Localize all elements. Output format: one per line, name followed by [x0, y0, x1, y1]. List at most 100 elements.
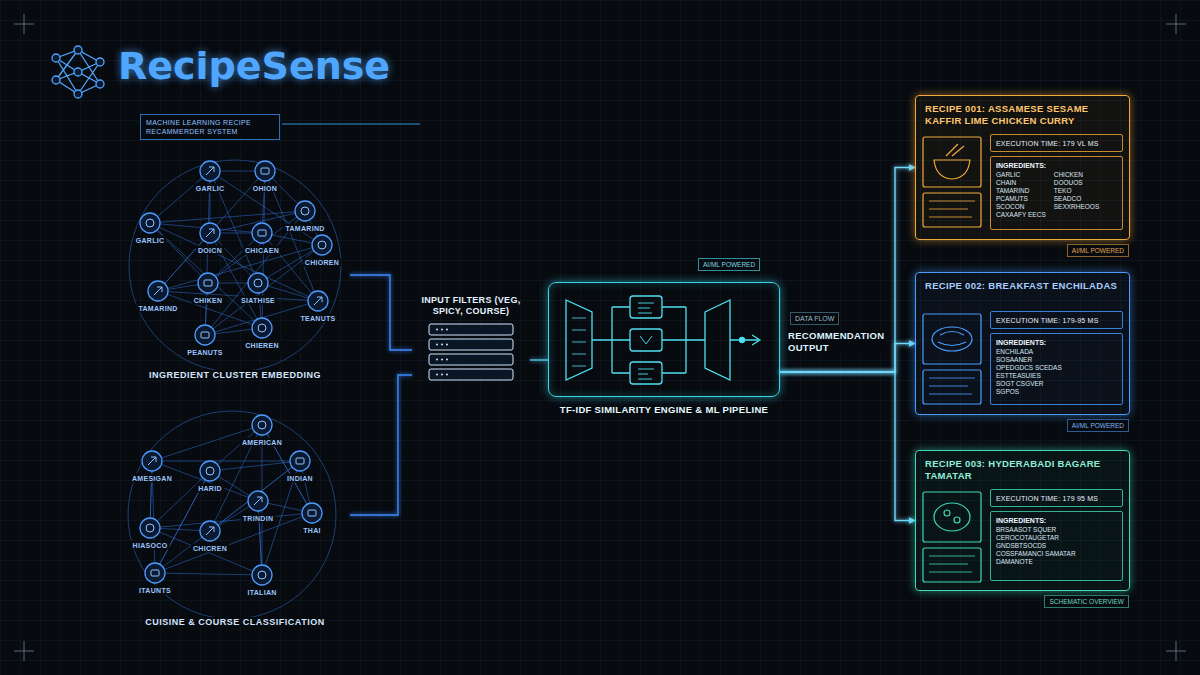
cluster-label: TRINDIN [241, 514, 276, 523]
cluster-link [258, 501, 262, 575]
cluster-link [155, 573, 262, 575]
icon-glyph [258, 324, 266, 332]
cluster-icon [200, 223, 220, 243]
filter-dot [446, 329, 448, 331]
ingredient-box: INGREDIENTS:GARLICCHAINTAMARINDPCAMUTSSC… [990, 156, 1123, 230]
cluster-region: INGREDIENT CLUSTER EMBEDDING [120, 165, 350, 380]
input-layer [566, 300, 592, 380]
cluster-label: INDIAN [285, 474, 315, 483]
filter-dot [441, 374, 443, 376]
icon-glyph [318, 241, 326, 249]
cluster-icon [148, 281, 168, 301]
ingredient-list: GARLICCHAINTAMARINDPCAMUTSSCOCONCAXAAFY … [996, 171, 1117, 219]
cluster-icon [195, 325, 215, 345]
cluster-label: ITAUNTS [137, 586, 173, 595]
logo-links [56, 50, 100, 94]
icon-glyph [296, 458, 304, 464]
cluster-icon [200, 521, 220, 541]
ingredient-item: PCAMUTS [996, 195, 1046, 203]
cluster-icon [200, 461, 220, 481]
cluster-icon [248, 273, 268, 293]
ingredient-item: SOGT CSGVER [996, 380, 1062, 388]
time-box: EXECUTION TIME: 179 95 MS [990, 489, 1123, 507]
icon-glyph [151, 570, 159, 576]
icon-glyph [146, 524, 154, 532]
card-badge: SCHEMATIC OVERVIEW [1044, 595, 1129, 608]
icon-glyph [146, 219, 154, 227]
filter-dot [436, 359, 438, 361]
icon-glyph [301, 207, 309, 215]
icon-glyph [206, 527, 214, 535]
ingredient-heading: INGREDIENTS: [996, 516, 1117, 525]
corner-mark [1166, 641, 1186, 661]
filter-dot [446, 344, 448, 346]
ingredient-item: SEADCO [1054, 195, 1100, 203]
icon-glyph [254, 497, 262, 505]
cluster-label: AMESIGAN [130, 474, 174, 483]
ingredient-item: DOOUOS [1054, 179, 1100, 187]
ingredient-item: GNDSBTSOCDS [996, 542, 1076, 550]
ingredient-item: ENCHILADA [996, 348, 1062, 356]
ingredient-heading: INGREDIENTS: [996, 161, 1117, 170]
cluster-label: HARID [196, 484, 224, 493]
ingredient-item: COSSFAMANCI SAMATAR [996, 550, 1076, 558]
cluster-icon [198, 273, 218, 293]
logo-node [52, 76, 60, 84]
icon-glyph [206, 467, 214, 475]
cluster-link [210, 461, 300, 471]
cluster-label: CHIKEN [192, 296, 225, 305]
cluster-icon [302, 503, 322, 523]
cluster-label: CHICREN [191, 544, 229, 553]
filter-panel: INPUT FILTERS (VEG, SPICY, COURSE) [412, 292, 530, 387]
output-label: RECOMMENDATION OUTPUT [788, 330, 884, 354]
filter-bars [421, 322, 521, 384]
filter-dot [436, 329, 438, 331]
logo-node [74, 46, 82, 54]
output-arrow [730, 335, 760, 345]
cluster-label: GARLIC [134, 236, 167, 245]
filter-dot [446, 359, 448, 361]
logo-node [96, 58, 104, 66]
ingredient-item: TAMARIND [996, 187, 1046, 195]
stage-glyph [638, 303, 654, 379]
cluster-icon [312, 235, 332, 255]
icon-glyph [206, 167, 214, 175]
icon-glyph [254, 279, 262, 287]
icon-glyph [308, 510, 316, 516]
ingredient-item: GARLIC [996, 171, 1046, 179]
pipeline-stage [630, 362, 662, 384]
icon-glyph [206, 229, 214, 237]
icon-glyph [258, 571, 266, 579]
ingredient-list: ENCHILADASOSAANEROPEDGDCS SCEDASESTTEASU… [996, 348, 1117, 396]
cluster-link [210, 461, 300, 531]
ingredient-box: INGREDIENTS:ENCHILADASOSAANEROPEDGDCS SC… [990, 333, 1123, 405]
recipe-card: RECIPE 003: HYDERABADI BAGARE TAMATARSCH… [915, 450, 1130, 591]
pipeline-merge [662, 307, 705, 373]
logo-node [96, 80, 104, 88]
cluster-icon [145, 563, 165, 583]
cluster-label: AMERICAN [240, 438, 284, 447]
cluster-icon [200, 161, 220, 181]
cluster-label: TAMARIND [136, 304, 179, 313]
card-title: RECIPE 003: HYDERABADI BAGARE TAMATAR [925, 458, 1123, 482]
icon-glyph [148, 457, 156, 465]
connector [350, 375, 412, 515]
cluster-icon [252, 415, 272, 435]
app-title: RecipeSense [118, 44, 390, 88]
filter-dot [436, 344, 438, 346]
ingredient-item: ESTTEASUIES [996, 372, 1062, 380]
execution-time: EXECUTION TIME: 179 95 MS [996, 495, 1098, 502]
title-underline [282, 123, 420, 124]
cluster-icon [248, 491, 268, 511]
cluster-link [150, 513, 312, 528]
icon-glyph [154, 287, 162, 295]
icon-glyph [261, 168, 269, 174]
cluster-label: HIASOCO [131, 541, 170, 550]
icon-glyph [204, 280, 212, 286]
cluster-label: OHION [251, 184, 279, 193]
pipeline-stage [630, 296, 662, 318]
filter-dot [441, 344, 443, 346]
cluster-link [210, 171, 322, 245]
subtitle: MACHINE LEARNING RECIPE RECAMMERDER SYST… [140, 114, 280, 140]
